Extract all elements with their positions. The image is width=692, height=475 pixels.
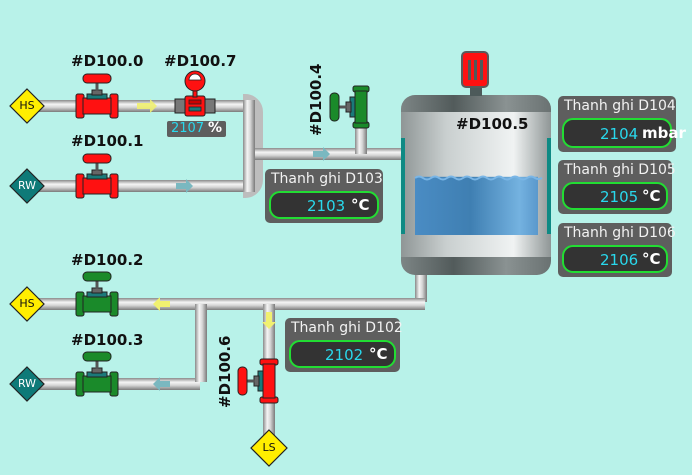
tank-motor[interactable] (461, 51, 489, 96)
register-d105-panel: Thanh ghi D105 2105 °C (558, 160, 676, 214)
register-d104-unit: mbar (642, 124, 686, 142)
source-rw-bottom-label: RW (17, 377, 37, 390)
source-rw-top (9, 168, 45, 204)
flowmeter-tag: #D100.7 (164, 52, 237, 70)
valve-d100-2-tag: #D100.2 (71, 251, 144, 269)
source-hs-bottom (9, 286, 45, 322)
register-d103-title: Thanh ghi D103 (271, 171, 383, 187)
valve-d100-0-tag: #D100.0 (71, 52, 144, 70)
register-d102-unit: °C (369, 345, 388, 363)
flowmeter-readout: 2107 % (167, 120, 226, 137)
register-d104-display: 2104 mbar (562, 118, 686, 148)
register-d102-title: Thanh ghi D102 (291, 320, 403, 336)
register-d102-panel: Thanh ghi D102 2102 °C (285, 318, 403, 372)
register-d106-value: 2106 (600, 251, 639, 269)
register-d102-value: 2102 (325, 346, 364, 364)
valve-d100-1[interactable] (75, 153, 119, 199)
source-hs-top (9, 88, 45, 124)
tank-tag: #D100.5 (456, 115, 529, 133)
valve-d100-4[interactable] (329, 85, 370, 129)
arrow-right-icon (137, 99, 157, 113)
register-d103-display: 2103 °C (269, 191, 379, 219)
source-rw-top-label: RW (17, 179, 37, 192)
valve-d100-6[interactable] (237, 358, 279, 404)
arrow-left-icon (153, 377, 170, 391)
register-d103-unit: °C (351, 196, 370, 214)
flowmeter-d100-7[interactable] (174, 70, 216, 117)
register-d106-display: 2106 °C (562, 245, 668, 273)
valve-d100-0[interactable] (75, 73, 119, 119)
valve-d100-2[interactable] (75, 271, 119, 317)
source-rw-bottom (9, 366, 45, 402)
source-ls (250, 429, 288, 467)
arrow-right-icon (176, 179, 193, 193)
register-d106-panel: Thanh ghi D106 2106 °C (558, 223, 676, 277)
flowmeter-unit: % (208, 120, 223, 136)
register-d106-unit: °C (642, 250, 661, 268)
arrow-down-icon (262, 312, 276, 329)
register-d105-value: 2105 (600, 188, 639, 206)
source-ls-label: LS (262, 441, 276, 454)
register-d104-panel: Thanh ghi D104 2104 mbar (558, 96, 686, 152)
source-hs-top-label: HS (19, 99, 35, 112)
register-d105-title: Thanh ghi D105 (564, 162, 676, 178)
arrow-right-icon (313, 147, 330, 161)
tank-liquid-level (415, 176, 538, 235)
valve-d100-3-tag: #D100.3 (71, 331, 144, 349)
valve-d100-1-tag: #D100.1 (71, 132, 144, 150)
register-d104-value: 2104 (600, 125, 639, 143)
register-d103-value: 2103 (307, 197, 346, 215)
tank (401, 95, 551, 275)
register-d103-panel: Thanh ghi D103 2103 °C (265, 169, 383, 223)
register-d104-title: Thanh ghi D104 (564, 98, 676, 114)
flowmeter-value: 2107 (171, 121, 205, 136)
valve-d100-6-tag: #D100.6 (216, 335, 234, 408)
register-d105-display: 2105 °C (562, 182, 668, 210)
source-hs-bottom-label: HS (19, 297, 35, 310)
valve-d100-3[interactable] (75, 351, 119, 397)
register-d106-title: Thanh ghi D106 (564, 225, 676, 241)
arrow-left-icon (153, 297, 170, 311)
register-d102-display: 2102 °C (289, 340, 396, 368)
register-d105-unit: °C (642, 187, 661, 205)
flow-arrows (137, 99, 330, 391)
valve-d100-4-tag: #D100.4 (307, 63, 325, 136)
